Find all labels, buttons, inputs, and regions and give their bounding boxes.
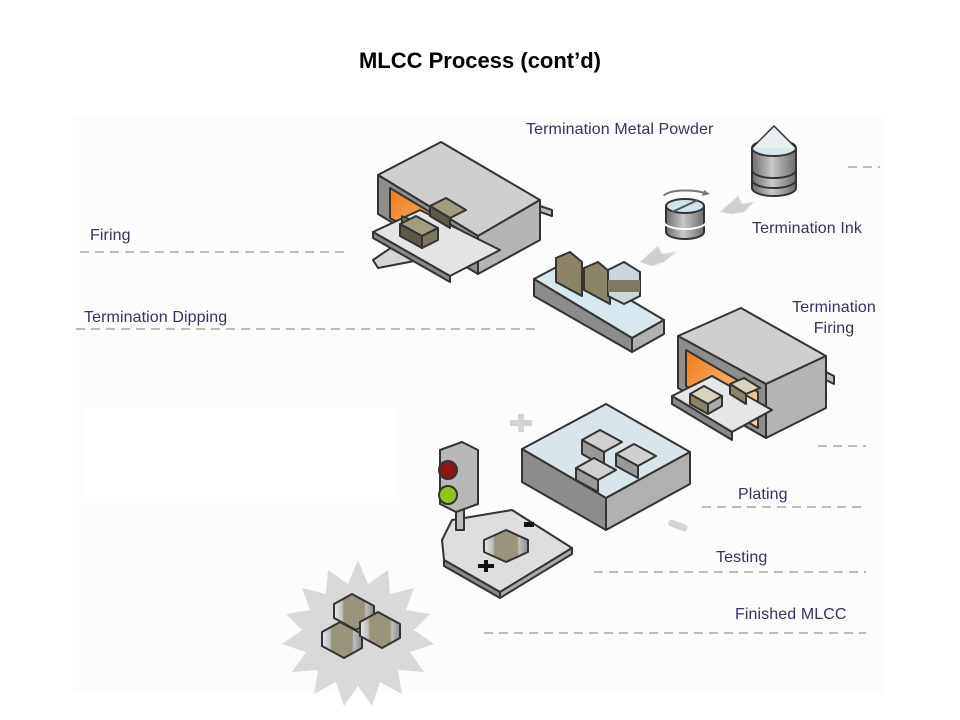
label-termination-ink: Termination Ink [752,220,862,237]
decorative-crosses [510,414,688,532]
label-firing: Firing [90,227,131,244]
label-termination-dipping: Termination Dipping [84,309,228,326]
traffic-light-tester-icon [438,441,573,599]
arrow-silo-to-mixer [718,195,756,215]
label-testing: Testing [716,549,768,566]
arrow-mixer-to-tray [639,245,678,267]
powder-silo-icon [751,124,797,197]
slide-title: MLCC Process (cont’d) [358,48,602,73]
label-termination-firing-line2: Firing [813,320,855,337]
chip-under-test [483,529,529,563]
label-termination-firing-line1: Termination [792,299,876,316]
flow-arrows [639,195,756,267]
label-plating: Plating [738,486,788,503]
plating-bath-icon [521,403,691,531]
ink-mixer-icon [663,189,710,240]
label-termination-firing: Termination Firing [782,297,886,339]
termination-kiln-icon [671,307,835,441]
dash-mark [668,519,688,532]
dipping-tray-icon [533,251,665,353]
label-finished-mlcc: Finished MLCC [735,606,847,623]
blank-placeholder-box [83,409,395,497]
cross-mark [510,414,532,432]
label-termination-metal-powder: Termination Metal Powder [526,121,714,138]
kiln-furnace-icon [372,141,553,283]
finished-chips-starburst-icon [282,560,434,706]
dashed-separators [76,166,880,634]
